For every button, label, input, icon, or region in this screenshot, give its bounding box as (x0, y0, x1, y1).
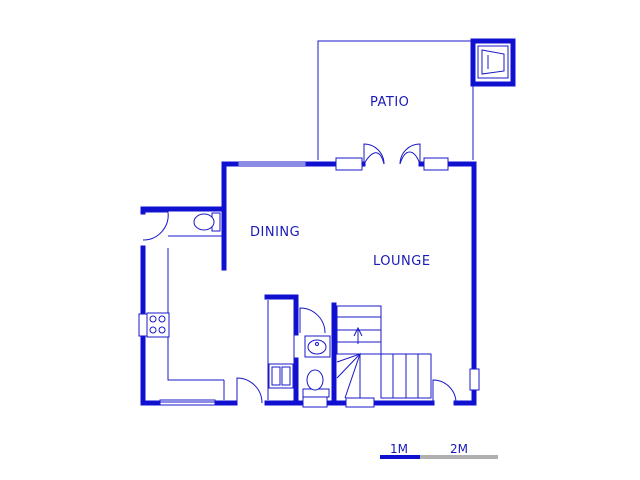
windows (138, 157, 480, 408)
scale-label-2m: 2M (450, 442, 468, 456)
staircase (336, 305, 432, 399)
braai-fixture (470, 38, 516, 87)
toilet-wc (193, 212, 221, 232)
interior-lines (167, 235, 295, 400)
stove (146, 312, 170, 338)
scale-bar: 1M 2M (380, 442, 498, 459)
doors (142, 143, 457, 404)
scale-label-1m: 1M (390, 442, 408, 456)
kitchen-sink (268, 363, 294, 389)
patio-outline (317, 40, 474, 160)
walls (140, 161, 477, 406)
room-label-lounge: LOUNGE (373, 254, 431, 269)
room-label-dining: DINING (250, 225, 300, 240)
bathroom-fixtures (302, 335, 331, 398)
room-label-patio: PATIO (370, 95, 409, 110)
